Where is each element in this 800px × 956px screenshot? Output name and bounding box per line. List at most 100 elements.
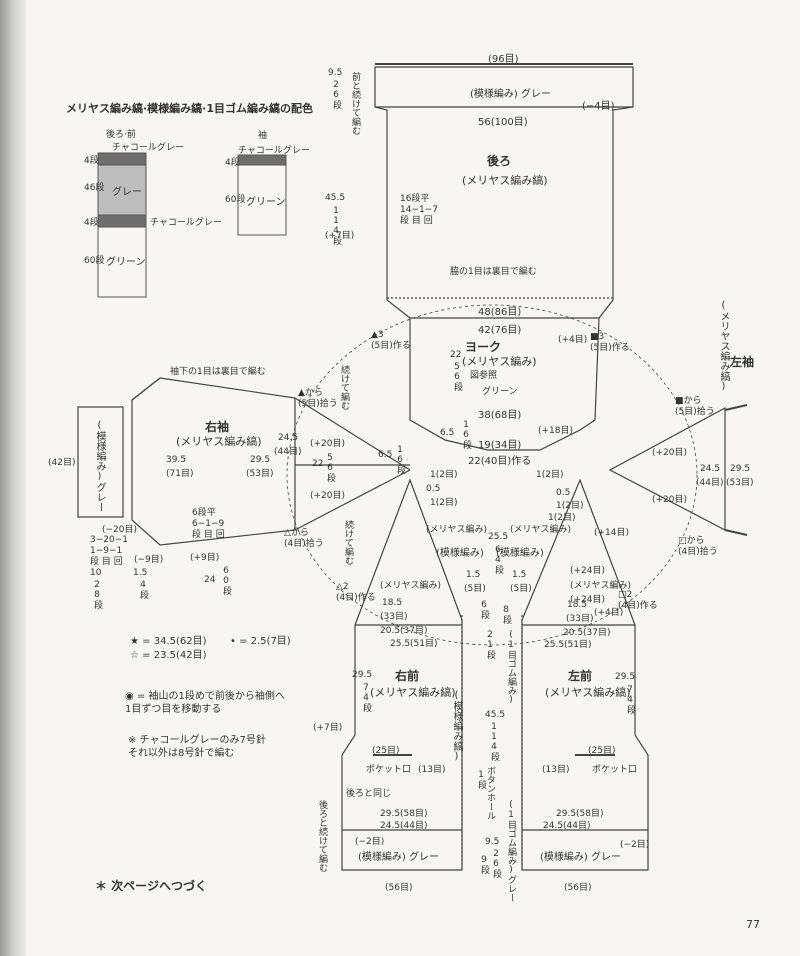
legend-sleeve-rows-1: 4段 xyxy=(225,158,240,168)
right-sleeve-w245: 24.5 xyxy=(278,433,299,443)
right-sleeve-cuff xyxy=(77,406,124,518)
back-pattern: (模様編み) グレー xyxy=(470,89,551,100)
right-sleeve-d20: (−20目) xyxy=(102,525,138,535)
left-front-pattern: (模様編み) グレー xyxy=(540,852,621,863)
right-front-b2: 24.5(44目) xyxy=(380,821,428,831)
back-bottom-width: 48(86目) xyxy=(478,307,522,318)
right-front-w1s: (33目) xyxy=(380,612,408,622)
right-front-pocket-s: (13目) xyxy=(418,765,446,775)
left-front-l15: 1.5 xyxy=(512,570,527,580)
right-sleeve-inc9: (+9目) xyxy=(190,553,220,563)
center-button: ボタンホール xyxy=(485,766,495,820)
back-title: 後ろ xyxy=(487,154,512,168)
yoke-inc18: (+18目) xyxy=(538,426,574,436)
yoke-d16b: 16段 xyxy=(395,445,405,474)
right-front-h-rows: 74段 xyxy=(361,683,371,712)
right-sleeve-l4: 4段 xyxy=(138,580,148,599)
right-sleeve-dec: 3−20−1 1−9−1 段 目 回 xyxy=(90,535,128,567)
right-front-title: 右前 xyxy=(395,669,420,683)
yoke-cont: 続けて編む xyxy=(339,365,349,410)
left-sleeve-w44: (44目) xyxy=(696,478,724,488)
note-needle: ※ チャコールグレーのみ7号針 それ以外は8号針で編む xyxy=(128,735,266,759)
back-shaping: 16段平 14−1−7 段 目 回 xyxy=(400,194,438,226)
center-w21: 21段 xyxy=(485,630,495,659)
right-front-pocket-w: (25目) xyxy=(372,746,400,756)
right-sleeve-note: 袖下の1目は裏目で編む xyxy=(170,367,266,377)
yoke-d1e: 1(2目) xyxy=(548,513,576,523)
center-rib2: (1目ゴム編み)グレー xyxy=(506,800,516,902)
yoke-h-rows: 56段 xyxy=(452,362,462,391)
right-sleeve-l10: 10 xyxy=(90,568,102,578)
right-front-pattern: (模様編み) グレー xyxy=(358,852,439,863)
yoke-color: グリーン xyxy=(482,387,518,397)
legend-body-label: 後ろ·前 xyxy=(106,130,136,140)
legend-sleeve-rows-2: 60段 xyxy=(225,195,246,205)
right-sleeve-l24: 24 xyxy=(204,575,216,585)
back-h1: 9.5 xyxy=(328,68,343,78)
center-h26: 26段 xyxy=(491,849,501,878)
note-star: ★ = 34.5(62目) xyxy=(130,636,207,647)
back-band-width: 56(100目) xyxy=(478,117,528,128)
center-w255: 25.5 xyxy=(488,532,509,542)
legend-charcoal-1: チャコールグレー xyxy=(112,143,184,153)
left-front-h-rows: 74段 xyxy=(625,685,635,714)
right-sleeve-w395: 39.5 xyxy=(166,455,187,465)
left-front-meri2: (メリヤス編み) xyxy=(510,525,572,535)
back-front-cont: 前と続けて編む xyxy=(350,72,360,135)
back-side-note: 脇の1目は裏目で編む xyxy=(450,267,537,277)
yoke-i20d: (+20目) xyxy=(652,495,688,505)
left-front-w1: 18.5 xyxy=(567,600,588,610)
right-sleeve-l60: 60段 xyxy=(221,566,231,595)
right-front-b1: 29.5(58目) xyxy=(380,809,428,819)
yoke-w2: 38(68目) xyxy=(478,410,522,421)
right-front-band: (模様編み縞) xyxy=(451,690,462,762)
legend-gray: グレー xyxy=(112,187,142,198)
yoke-d1c: 1(2目) xyxy=(430,498,458,508)
yoke-sq-pick2: □から (4目)拾う xyxy=(678,536,718,557)
yoke-w1: 42(76目) xyxy=(478,325,522,336)
legend-rows-1: 4段 xyxy=(84,156,99,166)
left-front-b2: 24.5(44目) xyxy=(543,821,591,831)
right-front-r15: 1.5 xyxy=(466,570,481,580)
back-inc: (+7目) xyxy=(325,231,355,241)
back-h2-rows: 114段 xyxy=(331,206,341,245)
center-b9: 9段 xyxy=(479,855,489,874)
yoke-sub: (メリヤス編み) xyxy=(462,355,537,368)
left-sleeve-sub: (メリヤス編み縞) xyxy=(718,300,729,392)
legend-charcoal-3: チャコールグレー xyxy=(150,218,222,228)
center-b1: 1段 xyxy=(476,770,486,789)
center-w6: 6段 xyxy=(479,600,489,619)
yoke-i20a: (+20目) xyxy=(310,439,346,449)
left-front-w3: 25.5(51目) xyxy=(544,640,592,650)
yoke-i20b: (+20目) xyxy=(310,491,346,501)
yoke-i20c: (+20目) xyxy=(652,448,688,458)
yoke-d1d: 1(2目) xyxy=(556,501,584,511)
right-front-pattern-top: (模様編み) xyxy=(436,548,484,559)
left-sleeve-title: 左袖 xyxy=(730,355,755,369)
right-sleeve-w295: 29.5 xyxy=(250,455,271,465)
legend-rows-4: 60段 xyxy=(84,256,105,266)
right-front-sub: (メリヤス編み縞) xyxy=(370,686,456,699)
legend-green-sleeve: グリーン xyxy=(246,197,286,208)
legend-charcoal-2: チャコールグレー xyxy=(238,146,310,156)
right-sleeve-w53: (53目) xyxy=(246,469,274,479)
right-front-outline xyxy=(341,478,463,871)
left-sleeve-w53: (53目) xyxy=(726,478,754,488)
legend-rows-2: 46段 xyxy=(84,183,105,193)
center-h455: 45.5 xyxy=(485,710,506,720)
left-front-dec2: (−2目) xyxy=(620,840,650,850)
right-sleeve-cuff: (模様編み)グレー xyxy=(94,420,105,512)
yoke-i24: (+24目) xyxy=(570,566,606,576)
right-front-w1: 18.5 xyxy=(382,598,403,608)
center-h95: 9.5 xyxy=(485,837,500,847)
right-sleeve-shaping: 6段平 6−1−9 段 目 回 xyxy=(192,508,225,540)
right-front-bottom: (56目) xyxy=(385,883,413,893)
left-front-l15s: (5目) xyxy=(510,584,532,594)
right-sleeve-l28: 28段 xyxy=(92,580,102,609)
center-h114: 114段 xyxy=(489,722,499,761)
yoke-circle xyxy=(286,304,698,646)
yoke-inc4: (+4目) xyxy=(558,335,588,345)
legend-sleeve-label: 袖 xyxy=(258,131,268,141)
legend-rows-3: 4段 xyxy=(84,218,99,228)
yoke-w56: 56段 xyxy=(325,453,335,482)
